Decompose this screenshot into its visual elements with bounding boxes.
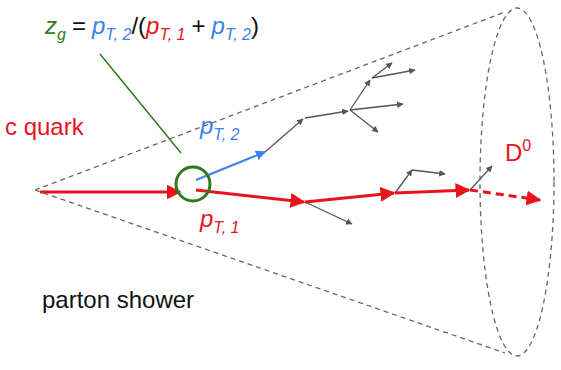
gluon-arrow — [372, 70, 415, 78]
quark-label: c quark — [5, 113, 84, 142]
jet-cone — [35, 8, 554, 356]
label-text: /( — [131, 12, 146, 39]
label-text: z — [45, 12, 57, 39]
shower-label: parton shower — [42, 286, 194, 315]
label-text: = — [72, 12, 86, 39]
gluon-arrow — [305, 202, 352, 224]
quark-arrow — [196, 190, 304, 202]
cone-ellipse — [480, 8, 554, 356]
label-text: p — [92, 12, 105, 39]
subscript: T, 2 — [105, 26, 131, 43]
leader-line — [100, 54, 181, 153]
label-text: parton shower — [42, 286, 194, 313]
gluon-arrow — [350, 104, 403, 110]
label-text: p — [146, 12, 159, 39]
momentum-label: pT, 1 — [200, 205, 239, 237]
gluon-arrow — [350, 80, 370, 110]
gluon-arrow — [412, 170, 445, 174]
superscript: 0 — [522, 137, 531, 154]
label-text: D — [505, 139, 522, 166]
label-text: c quark — [5, 113, 84, 140]
subscript: T, 1 — [213, 219, 239, 236]
quark-arrow — [395, 190, 469, 193]
label-text: ) — [251, 12, 259, 39]
hadron-arrow — [470, 190, 540, 200]
quark-chain — [196, 190, 469, 202]
quark-arrow — [305, 193, 394, 202]
splitting-circle — [176, 167, 210, 201]
subscript: T, 1 — [159, 26, 185, 43]
label-text: p — [200, 205, 213, 232]
label-text: p — [200, 112, 213, 139]
gluon-arrow — [265, 119, 303, 152]
quark-arrow — [40, 191, 180, 194]
gluon-arrow — [350, 110, 378, 132]
shower-arrows — [265, 63, 492, 224]
zg-formula: zg=pT, 2/(pT, 1+pT, 2) — [45, 12, 259, 44]
label-text: + — [192, 12, 206, 39]
gluon-arrow — [470, 166, 492, 190]
subscript: g — [57, 26, 66, 43]
cone-edge — [35, 190, 505, 353]
gluon-arrow — [395, 170, 412, 193]
cone-edge — [35, 12, 505, 190]
gluon-arrow — [305, 111, 348, 118]
subscript: T, 2 — [213, 126, 239, 143]
momentum-label: pT, 2 — [200, 112, 239, 144]
subscript: T, 2 — [225, 26, 251, 43]
label-text: p — [212, 12, 225, 39]
hadron-label: D0 — [505, 136, 531, 168]
